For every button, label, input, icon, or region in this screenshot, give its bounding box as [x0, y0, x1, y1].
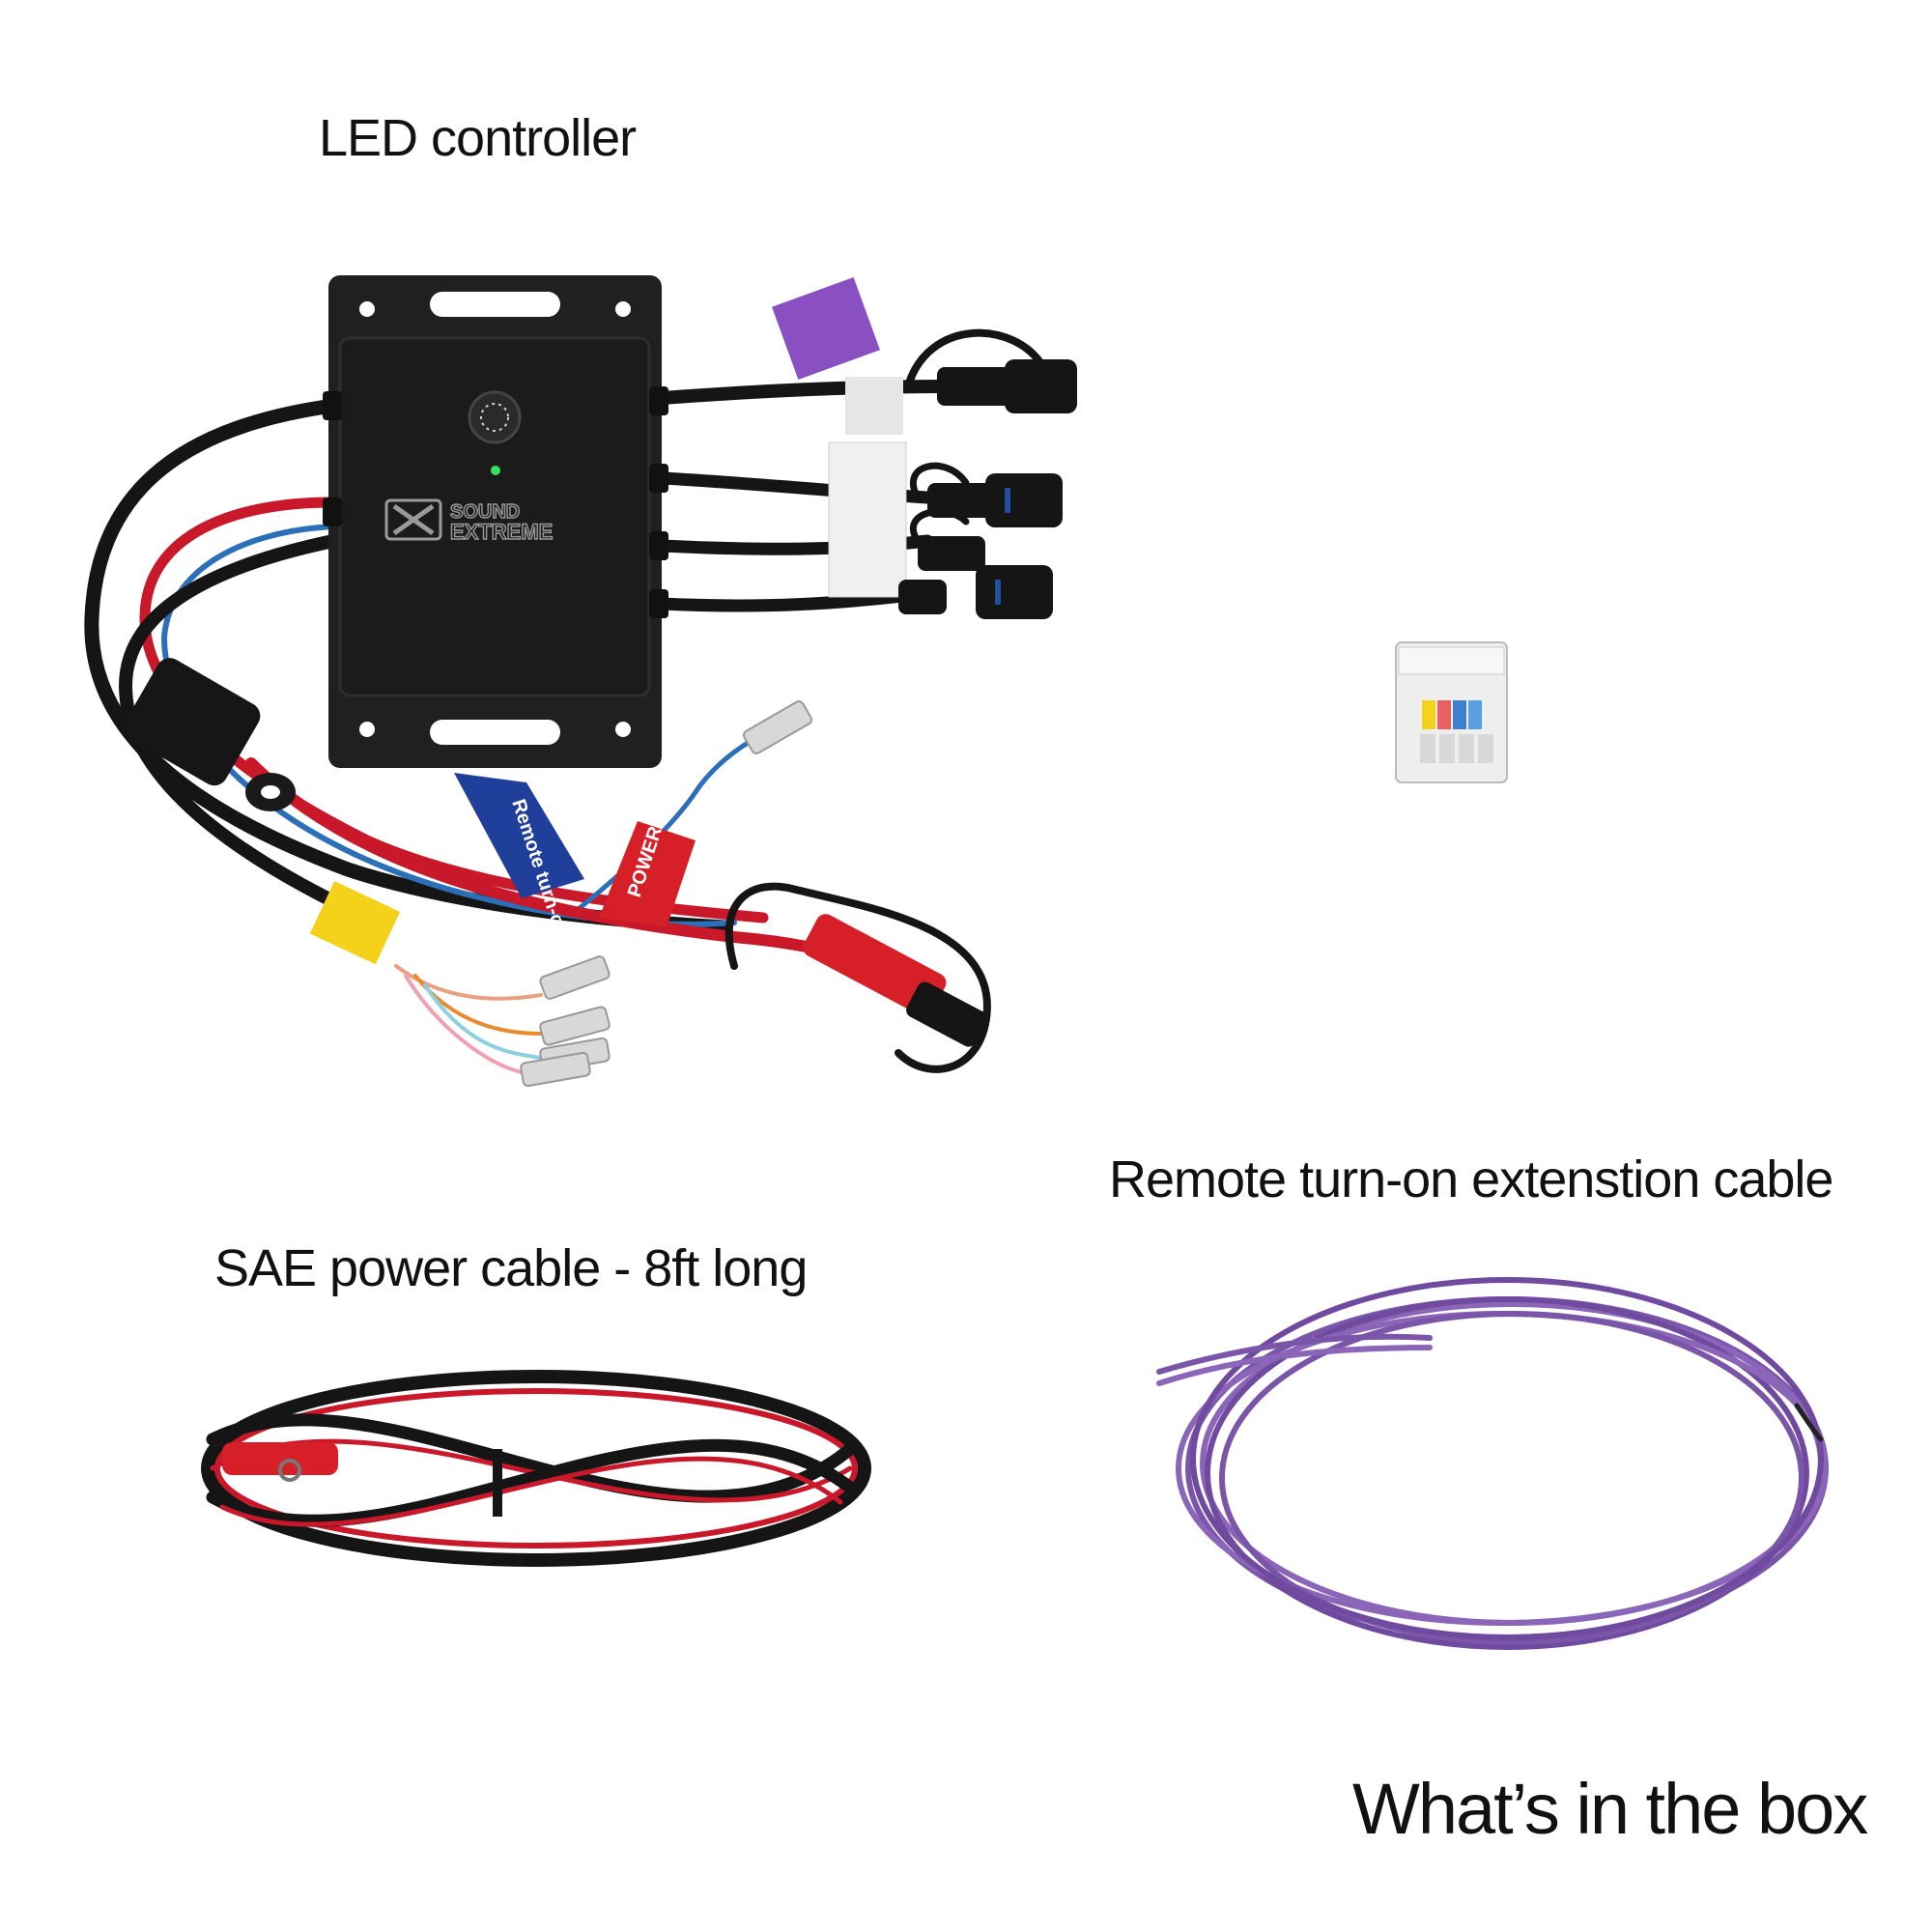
sae-power-cable [201, 1370, 871, 1567]
connector-plugs [898, 359, 1077, 619]
cable-grommet [323, 497, 342, 526]
mount-slot [430, 292, 560, 317]
cable-grommet [649, 464, 668, 493]
status-led-icon [491, 466, 500, 475]
power-in-tag: POWER IN [599, 801, 696, 927]
cable-grommet [649, 589, 668, 618]
sae-cable-caption: SAE power cable - 8ft long [214, 1239, 808, 1297]
brand-line-1: SOUND [450, 501, 520, 523]
remote-cable-caption: Remote turn-on extenstion cable [1109, 1151, 1833, 1208]
mount-hole [615, 722, 631, 737]
remote-turn-on-tag: Remote turn-on [454, 773, 584, 940]
sound-extreme-logo: SOUND EXTREME [384, 498, 554, 545]
inline-fuse-holder [124, 658, 296, 811]
white-warning-label [828, 441, 907, 598]
mount-hole [359, 722, 375, 737]
terminal-connector-bag [1395, 641, 1508, 783]
whats-in-the-box-title: What’s in the box [1352, 1769, 1868, 1849]
mount-slot [430, 720, 560, 745]
cable-grommet [649, 386, 668, 415]
led-controller-caption: LED controller [319, 109, 637, 167]
mount-hole [615, 301, 631, 317]
yellow-label-tag [309, 881, 401, 965]
spade-terminals [520, 700, 812, 1088]
controller-button-icon [468, 390, 522, 444]
cable-grommet [649, 531, 668, 560]
sae-connector [803, 914, 987, 1047]
cable-grommet [323, 391, 342, 420]
mount-hole [359, 301, 375, 317]
sae-plug-red [222, 1442, 338, 1475]
remote-turn-on-cable [1156, 1277, 1829, 1650]
brand-line-2: EXTREME [450, 520, 553, 544]
purple-label-tag [772, 277, 903, 435]
led-controller: SOUND EXTREME Remote turn-on [84, 275, 1077, 1088]
